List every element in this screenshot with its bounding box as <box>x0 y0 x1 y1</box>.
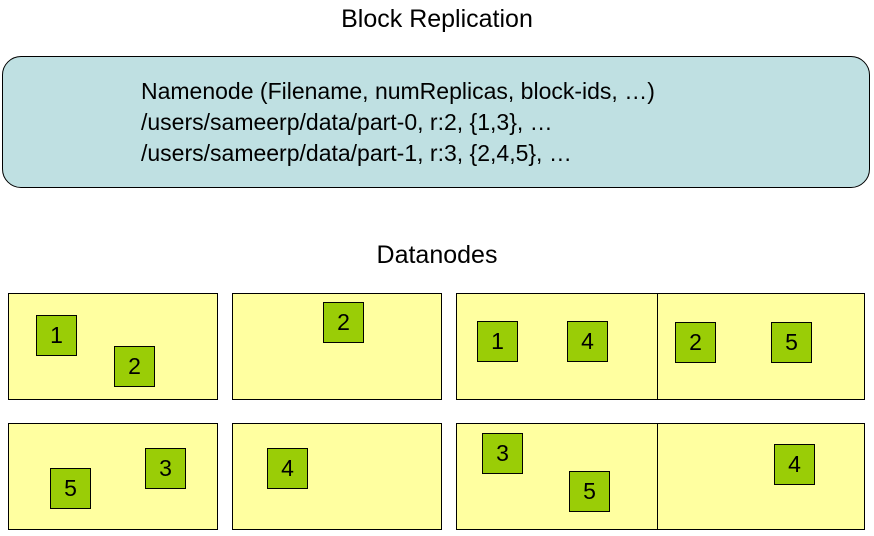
namenode-line-3: /users/sameerp/data/part-1, r:3, {2,4,5}… <box>141 140 572 166</box>
block-2: 2 <box>114 346 155 387</box>
block-2: 2 <box>675 322 716 363</box>
block-4: 4 <box>267 448 308 489</box>
block-5: 5 <box>50 468 91 509</box>
block-label: 5 <box>64 475 77 501</box>
block-4: 4 <box>567 321 608 362</box>
datanode-2: 2 <box>232 293 442 400</box>
block-label: 2 <box>689 329 702 355</box>
block-4: 4 <box>774 444 815 485</box>
datanode-6: 4 <box>232 423 442 530</box>
block-label: 3 <box>159 455 172 481</box>
block-5: 5 <box>569 471 610 512</box>
block-label: 1 <box>50 322 63 348</box>
block-label: 2 <box>337 309 350 335</box>
namenode-text: Namenode (Filename, numReplicas, block-i… <box>141 76 655 169</box>
block-label: 5 <box>583 478 596 504</box>
block-3: 3 <box>482 433 523 474</box>
block-2: 2 <box>323 302 364 343</box>
block-label: 4 <box>281 455 294 481</box>
block-label: 2 <box>128 353 141 379</box>
block-label: 1 <box>491 328 504 354</box>
block-label: 5 <box>785 329 798 355</box>
block-1: 1 <box>36 315 77 356</box>
block-label: 3 <box>496 440 509 466</box>
datanodes-section-label: Datanodes <box>376 241 498 269</box>
namenode-line-1: Namenode (Filename, numReplicas, block-i… <box>141 78 655 104</box>
datanode-8: 4 <box>657 423 865 530</box>
block-label: 4 <box>581 328 594 354</box>
namenode-line-2: /users/sameerp/data/part-0, r:2, {1,3}, … <box>141 109 553 135</box>
block-3: 3 <box>145 448 186 489</box>
block-1: 1 <box>477 321 518 362</box>
namenode-box: Namenode (Filename, numReplicas, block-i… <box>2 56 870 188</box>
block-label: 4 <box>788 451 801 477</box>
page-title: Block Replication <box>341 5 533 33</box>
block-5: 5 <box>771 322 812 363</box>
